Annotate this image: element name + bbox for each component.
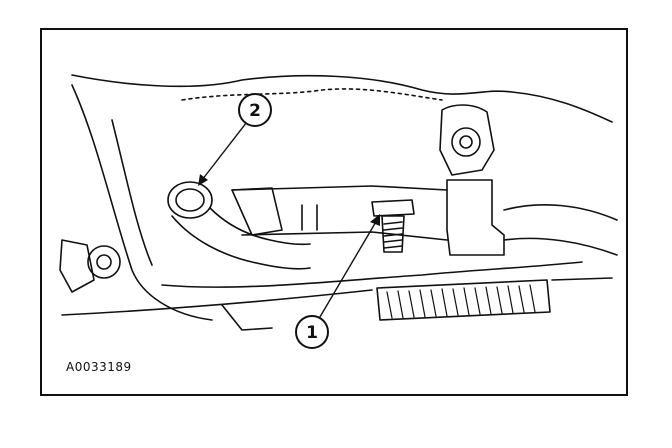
mount-bracket xyxy=(446,179,505,256)
crossmember-bottom xyxy=(241,231,448,241)
figure-id: A0033189 xyxy=(66,360,132,374)
left-housing-inner xyxy=(111,119,153,266)
engine-bay-illustration: 2 1 xyxy=(59,74,618,349)
callout-2-number: 2 xyxy=(249,101,261,121)
callout-2-leader xyxy=(201,117,251,181)
left-boss-hole xyxy=(96,254,112,270)
crossmember-detail xyxy=(301,204,318,231)
bolt-head xyxy=(371,199,415,217)
left-boss xyxy=(87,245,121,279)
callout-2-arrowhead xyxy=(198,174,208,186)
hose xyxy=(171,215,311,270)
left-housing xyxy=(71,84,213,321)
mount-bolt-head xyxy=(451,127,481,157)
callout-1: 1 xyxy=(295,315,329,349)
right-lower-chassis xyxy=(551,277,613,281)
background-contour-2 xyxy=(181,88,443,101)
mount-arm-lower xyxy=(503,237,618,256)
callout-1-leader xyxy=(316,219,378,323)
callout-1-arrowhead xyxy=(370,214,380,226)
lower-chassis xyxy=(61,289,373,316)
background-contour xyxy=(71,74,613,123)
lower-grille-hatching xyxy=(386,284,536,319)
bolt-threads xyxy=(383,221,403,249)
crossmember-top xyxy=(231,185,448,191)
hose-clamp-inner xyxy=(175,188,205,212)
lower-grille-outline xyxy=(376,279,551,321)
left-bracket xyxy=(59,239,95,293)
callout-2: 2 xyxy=(238,93,272,127)
mount-arm xyxy=(503,204,618,221)
lower-chassis-2 xyxy=(221,304,273,331)
engine-mount-body xyxy=(439,104,495,176)
callout-1-number: 1 xyxy=(306,323,318,343)
hose-bracket xyxy=(231,187,283,236)
crossmember-lower-edge xyxy=(161,261,583,288)
hose-clamp xyxy=(167,181,213,219)
mount-bolt-center xyxy=(459,135,473,149)
bolt-shank xyxy=(381,215,405,253)
hose-outer xyxy=(209,207,311,246)
diagram-frame: 2 1 A0033189 xyxy=(40,28,628,396)
